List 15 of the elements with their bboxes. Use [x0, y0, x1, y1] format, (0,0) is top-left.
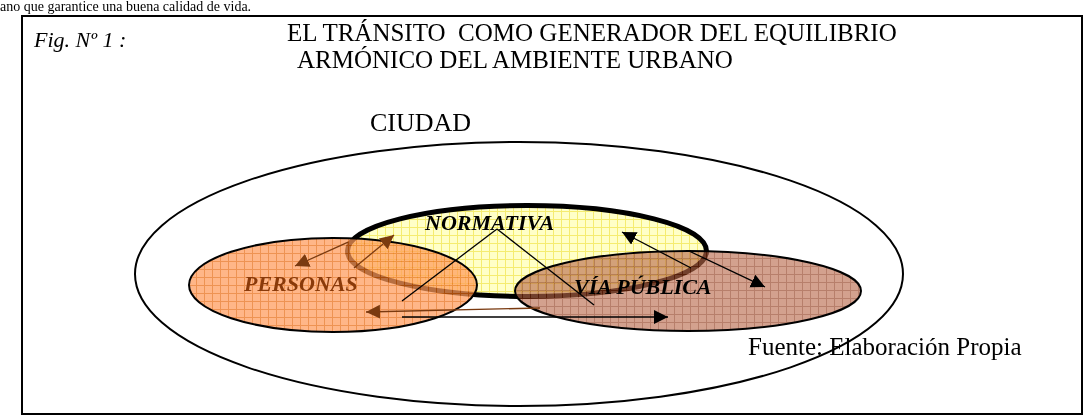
connector-line: [496, 228, 595, 306]
figure-number: Fig. Nº 1 :: [34, 27, 127, 53]
arrow: [365, 304, 541, 319]
diagram-title: EL TRÁNSITO COMO GENERADOR DEL EQUILIBRIO ARMÓNICO DEL AMBIENTE URBANO: [286, 19, 898, 73]
ellipse-label: NORMATIVA: [425, 211, 555, 235]
body-text-fragment: ano que garantice una buena calidad de vida.: [0, 0, 252, 14]
ellipse-label: PERSONAS: [244, 272, 358, 296]
arrow: [621, 231, 692, 269]
arrow: [353, 234, 395, 269]
arrow: [401, 310, 669, 324]
connector-line: [401, 228, 498, 302]
ellipse-heading: CIUDAD: [370, 111, 472, 135]
source-note: Fuente: Elaboración Propia: [748, 333, 1022, 361]
arrow: [294, 241, 349, 267]
arrow: [688, 250, 766, 288]
